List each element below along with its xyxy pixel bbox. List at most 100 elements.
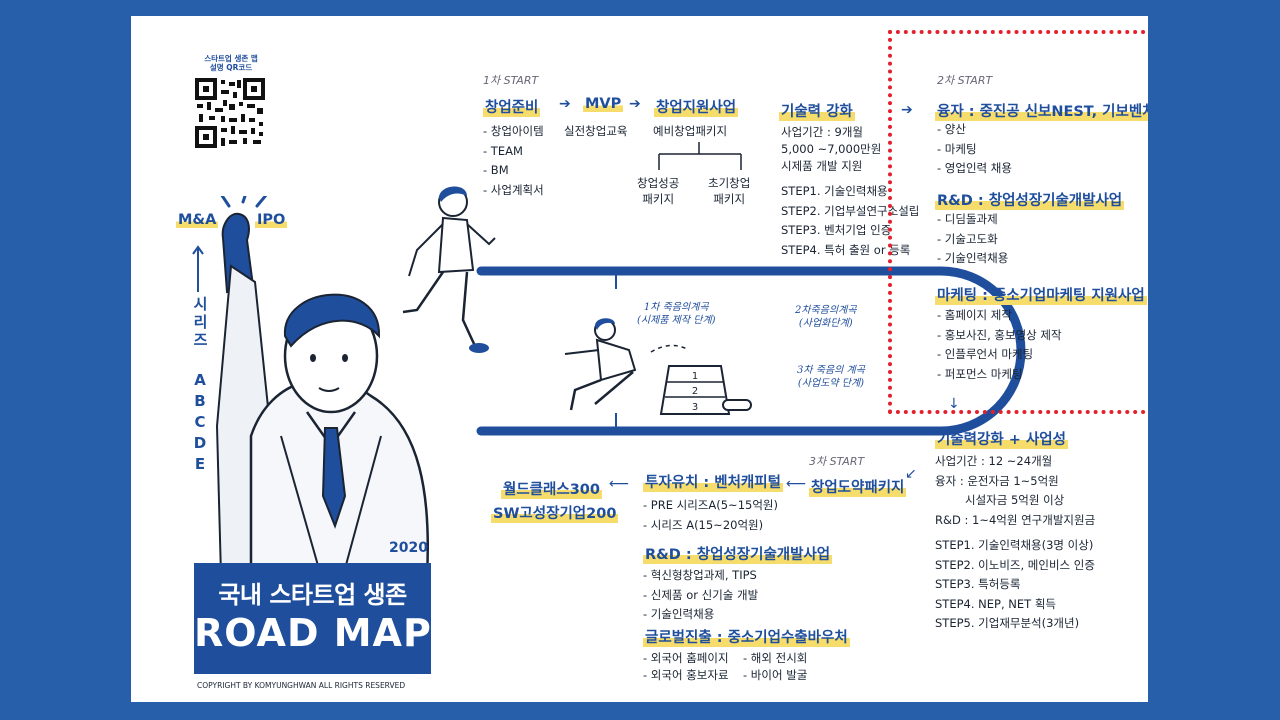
stage2-mkt-heading: 마케팅 : 중소기업마케팅 지원사업 bbox=[935, 284, 1147, 305]
list-item: 시제품 개발 지원 bbox=[781, 159, 863, 173]
qr-label: 스타트업 생존 맵 설명 QR코드 bbox=[191, 54, 271, 72]
final-sw-growth: SW고성장기업200 bbox=[491, 502, 619, 523]
support-sub1-line2: 패키지 bbox=[642, 192, 675, 206]
list-item: STEP1. 기술인력채용 bbox=[781, 184, 888, 198]
stage1-prep-list: - 창업아이템 - TEAM - BM - 사업계획서 bbox=[483, 122, 544, 200]
list-item: STEP4. 특허 출원 or 등록 bbox=[781, 242, 911, 257]
stage1-mvp-item: 실전창업교육 bbox=[564, 124, 628, 138]
list-item: - 마케팅 bbox=[937, 141, 977, 156]
tree-connector-icon bbox=[658, 142, 742, 170]
box-label: 2 bbox=[692, 386, 698, 397]
list-item: STEP5. 기업재무분석(3개년) bbox=[935, 616, 1080, 630]
stage1-support-heading: 창업지원사업 bbox=[654, 96, 739, 117]
qr-label-line1: 스타트업 생존 맵 bbox=[204, 54, 258, 63]
ipo-label: IPO bbox=[255, 212, 288, 228]
valley1-sub: (시제품 제작 단계) bbox=[637, 315, 716, 326]
list-item: - 양산 bbox=[937, 122, 966, 136]
support-sub2-line1: 초기창업 bbox=[708, 176, 751, 190]
tech-list: 사업기간 : 9개월 5,000 ~7,000만원 시제품 개발 지원 bbox=[781, 124, 881, 175]
roadmap-card: 스타트업 생존 맵 설명 QR코드 M&A IPO 시리즈 ABCDE bbox=[131, 16, 1148, 702]
title-line2: ROAD MAP bbox=[194, 611, 432, 655]
list-item: - 바이어 발굴 bbox=[743, 668, 808, 682]
title-box: 국내 스타트업 생존 ROAD MAP bbox=[194, 563, 431, 674]
support-sub1-line1: 창업성공 bbox=[637, 176, 680, 190]
presenter-illustration-icon bbox=[215, 196, 430, 576]
techbiz-heading: 기술력강화 + 사업성 bbox=[935, 428, 1068, 449]
list-item: - 퍼포먼스 마케팅 bbox=[937, 366, 1023, 381]
support-sub2: 초기창업 패키지 bbox=[708, 175, 750, 207]
list-item: - 혁신형창업과제, TIPS bbox=[643, 568, 757, 582]
stage3-invest-heading: 투자유치 : 벤처캐피털 bbox=[643, 471, 783, 492]
jumping-person-icon bbox=[564, 318, 690, 411]
stage2-mkt-list: - 홈페이지 제작 - 홍보사진, 홍보영상 제작 - 인플루언서 마케팅 - … bbox=[937, 306, 1062, 384]
list-item: - 기술인력채용 bbox=[937, 251, 1009, 265]
qr-code-icon[interactable] bbox=[195, 78, 265, 148]
list-item: - 해외 전시회 bbox=[743, 651, 808, 665]
copyright: COPYRIGHT BY KOMYUNGHWAN ALL RIGHTS RESE… bbox=[197, 681, 406, 690]
box-label: 3 bbox=[692, 402, 698, 413]
list-item: - BM bbox=[483, 163, 509, 177]
arrow-down-icon: ↓ bbox=[948, 396, 960, 412]
list-item: STEP3. 벤처기업 인증 bbox=[781, 223, 892, 237]
list-item: STEP4. NEP, NET 획득 bbox=[935, 596, 1056, 611]
arrow-left-icon: ⟵ bbox=[786, 476, 807, 492]
list-item: - TEAM bbox=[483, 143, 523, 158]
stage1-start: 1차 START bbox=[483, 74, 539, 87]
valley2-sub: (사업화단계) bbox=[798, 318, 853, 329]
series-text: 시리즈 ABCDE bbox=[191, 296, 209, 476]
list-item: - 외국어 홈페이지 bbox=[643, 651, 729, 665]
list-item: 사업기간 : 12 ~24개월 bbox=[935, 454, 1053, 468]
stage3-global-list-right: - 해외 전시회 - 바이어 발굴 bbox=[743, 650, 807, 684]
valley3-note: 3차 죽음의 계곡 (사업도약 단계) bbox=[797, 364, 865, 390]
tech-heading: 기술력 강화 bbox=[779, 100, 855, 121]
valley3-sub: (사업도약 단계) bbox=[797, 378, 865, 389]
walking-person-icon bbox=[402, 186, 496, 353]
list-item: 사업기간 : 9개월 bbox=[781, 125, 863, 139]
stage3-rnd-list: - 혁신형창업과제, TIPS - 신제품 or 신기술 개발 - 기술인력채용 bbox=[643, 566, 758, 625]
list-item: 융자 : 운전자금 1~5억원 bbox=[935, 473, 1059, 488]
springboard-icon bbox=[722, 399, 752, 411]
support-sub2-line2: 패키지 bbox=[713, 192, 746, 206]
valley2-note: 2차죽음의계곡 (사업화단계) bbox=[795, 304, 857, 330]
arrow-right-icon: ➔ bbox=[629, 96, 641, 112]
arrow-right-icon: ➔ bbox=[901, 102, 913, 118]
techbiz-steps: STEP1. 기술인력채용(3명 이상) STEP2. 이노비즈, 메인비스 인… bbox=[935, 536, 1095, 634]
arrow-up-icon bbox=[192, 245, 204, 292]
arrow-downleft-icon: ↙ bbox=[905, 466, 917, 482]
stage2-rnd-list: - 디딤돌과제 - 기술고도화 - 기술인력채용 bbox=[937, 210, 1008, 269]
valley3-title: 3차 죽음의 계곡 bbox=[797, 365, 865, 376]
list-item: - 외국어 홍보자료 bbox=[643, 668, 729, 682]
ma-label: M&A bbox=[176, 212, 219, 228]
title-line1: 국내 스타트업 생존 bbox=[218, 581, 407, 609]
list-item: - 기술고도화 bbox=[937, 231, 998, 246]
qr-label-line2: 설명 QR코드 bbox=[209, 63, 253, 72]
stage2-fund-list: - 양산 - 마케팅 - 영업인력 채용 bbox=[937, 120, 1012, 179]
list-item: - 신제품 or 신기술 개발 bbox=[643, 587, 759, 602]
stage2-start: 2차 START bbox=[937, 74, 993, 87]
stage1-mvp-heading: MVP bbox=[583, 96, 624, 112]
list-item: - 홈페이지 제작 bbox=[937, 308, 1012, 322]
list-item: - 시리즈 A(15~20억원) bbox=[643, 517, 764, 532]
year-label: 2020 bbox=[389, 540, 428, 556]
list-item: STEP2. 기업부설연구소설립 bbox=[781, 203, 920, 218]
techbiz-list: 사업기간 : 12 ~24개월 융자 : 운전자금 1~5억원 시설자금 5억원… bbox=[935, 452, 1095, 530]
tech-steps: STEP1. 기술인력채용 STEP2. 기업부설연구소설립 STEP3. 벤처… bbox=[781, 182, 919, 260]
list-item: STEP1. 기술인력채용(3명 이상) bbox=[935, 538, 1094, 552]
stage1-support-item: 예비창업패키지 bbox=[653, 124, 728, 138]
road-track-icon bbox=[476, 266, 906, 436]
stage3-start: 3차 START bbox=[809, 455, 865, 468]
list-item: - 디딤돌과제 bbox=[937, 212, 998, 226]
vaulting-box-icon: 1 2 3 bbox=[659, 365, 731, 415]
list-item: - 영업인력 채용 bbox=[937, 161, 1012, 175]
stage1-prep-heading: 창업준비 bbox=[483, 96, 541, 117]
list-item: - PRE 시리즈A(5~15억원) bbox=[643, 498, 778, 512]
support-sub1: 창업성공 패키지 bbox=[637, 175, 679, 207]
list-item: 시설자금 5억원 이상 bbox=[965, 493, 1065, 507]
list-item: - 창업아이템 bbox=[483, 124, 544, 138]
list-item: STEP2. 이노비즈, 메인비스 인증 bbox=[935, 557, 1095, 572]
list-item: STEP3. 특허등록 bbox=[935, 577, 1021, 591]
stage3-rnd-heading: R&D : 창업성장기술개발사업 bbox=[643, 543, 833, 564]
stage3-invest-list: - PRE 시리즈A(5~15억원) - 시리즈 A(15~20억원) bbox=[643, 496, 778, 535]
list-item: - 홍보사진, 홍보영상 제작 bbox=[937, 327, 1062, 342]
stage3-global-heading: 글로벌진출 : 중소기업수출바우처 bbox=[643, 626, 850, 647]
